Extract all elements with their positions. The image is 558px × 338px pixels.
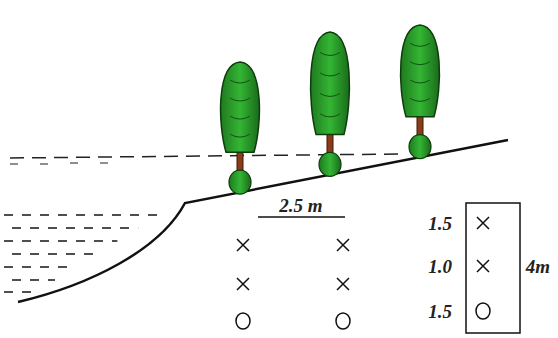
planting-marks — [236, 217, 490, 329]
bank-profile — [18, 140, 508, 302]
spacing-dimension: 2.5 m — [279, 196, 322, 215]
water-level-line — [10, 154, 400, 158]
planting-unit-box — [466, 203, 520, 333]
row-distance: 1.0 — [428, 257, 452, 276]
water-hatching — [4, 163, 157, 292]
trees — [221, 25, 440, 194]
row-distance: 1.5 — [428, 214, 452, 233]
row-distance: 1.5 — [428, 302, 452, 321]
unit-width: 4m — [526, 257, 550, 276]
dimension-line — [258, 216, 345, 218]
